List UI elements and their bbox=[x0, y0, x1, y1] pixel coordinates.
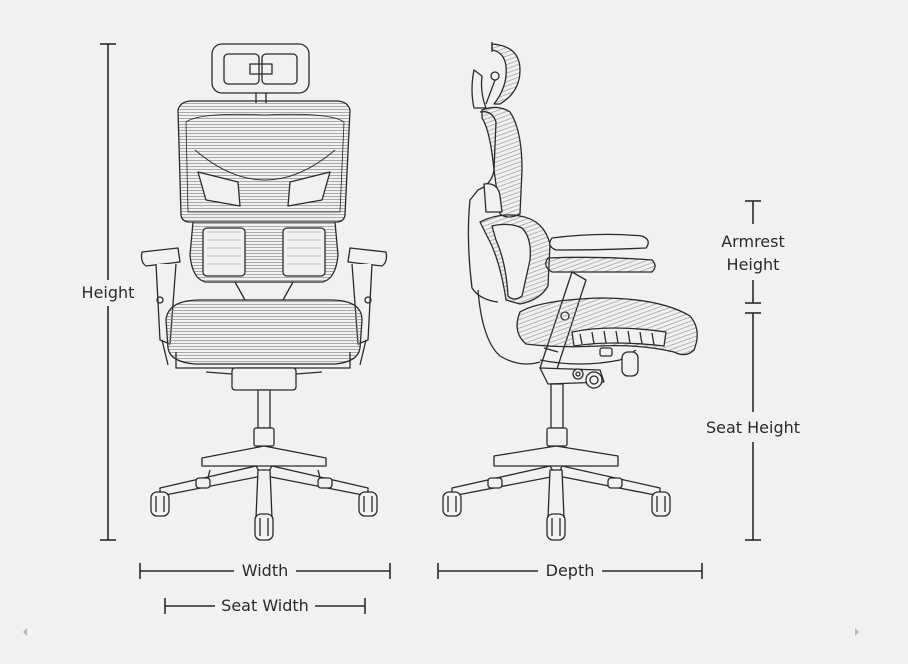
chevron-right-icon bbox=[855, 628, 859, 636]
side-view-chair bbox=[442, 42, 698, 541]
front-base bbox=[150, 445, 378, 541]
front-backrest bbox=[177, 100, 351, 283]
next-slide-button[interactable] bbox=[850, 624, 864, 640]
height-dimension bbox=[100, 43, 116, 541]
front-caster-right bbox=[358, 491, 378, 517]
chevron-left-icon bbox=[23, 628, 27, 636]
side-caster-right bbox=[651, 491, 671, 517]
front-headrest bbox=[211, 43, 310, 103]
armrest-height-label-line2: Height bbox=[727, 255, 780, 274]
armrest-height-dimension bbox=[745, 200, 761, 304]
front-caster-left bbox=[150, 491, 170, 517]
depth-label: Depth bbox=[546, 561, 595, 580]
front-gas-column bbox=[253, 389, 275, 447]
side-caster-left bbox=[442, 491, 462, 517]
front-seat bbox=[165, 299, 363, 391]
seat-width-label: Seat Width bbox=[221, 596, 309, 615]
seat-height-dimension bbox=[745, 312, 761, 541]
height-label: Height bbox=[82, 283, 135, 302]
side-seat bbox=[516, 297, 698, 377]
side-headrest bbox=[471, 42, 521, 109]
depth-dimension bbox=[437, 563, 703, 579]
side-backrest bbox=[467, 106, 551, 365]
side-caster-center bbox=[546, 513, 566, 541]
armrest-height-label-line1: Armrest bbox=[721, 232, 785, 251]
seat-height-label: Seat Height bbox=[706, 418, 800, 437]
side-gas-column bbox=[546, 383, 568, 447]
prev-slide-button[interactable] bbox=[18, 624, 32, 640]
width-label: Width bbox=[242, 561, 288, 580]
width-dimension bbox=[139, 563, 391, 579]
side-mechanism bbox=[539, 367, 605, 389]
front-caster-center bbox=[254, 513, 274, 541]
seat-width-dimension bbox=[164, 598, 366, 614]
front-view-chair bbox=[140, 43, 388, 541]
side-base bbox=[442, 445, 671, 541]
